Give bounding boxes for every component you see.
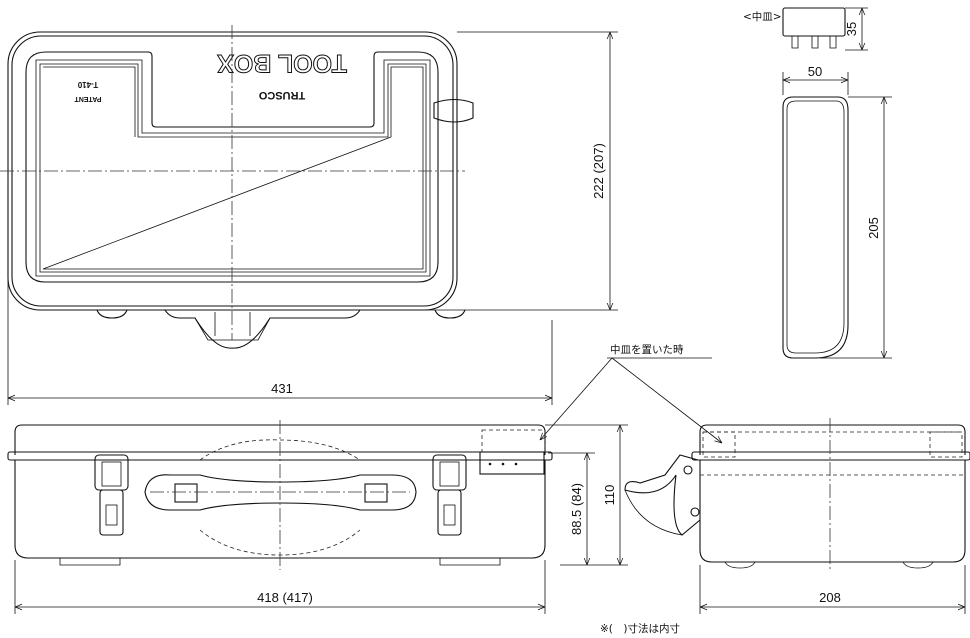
emboss-brand: TRUSCO <box>258 89 305 101</box>
tool-box-emboss: TOOL BOX TRUSCO T-410 PATENT <box>74 49 348 103</box>
inner-dimension-note: ※( )寸法は内寸 <box>600 622 680 635</box>
dimension-tray-length: 205 <box>866 217 881 239</box>
front-view: 110 88.5 (84) 418 (417) <box>7 420 628 614</box>
emboss-patent: PATENT <box>74 95 102 102</box>
tray-label: <中皿> <box>743 10 782 23</box>
dimension-height: 110 <box>602 485 617 506</box>
dimension-depth: 222 (207) <box>591 143 606 199</box>
emboss-model: T-410 <box>77 80 98 89</box>
dimension-width: 418 (417) <box>257 590 313 605</box>
emboss-title: TOOL BOX <box>217 49 347 77</box>
dimension-tray-height: 35 <box>844 22 859 36</box>
dimension-inner-height: 88.5 (84) <box>569 483 584 535</box>
tray-views: <中皿> 35 50 205 <box>743 7 892 359</box>
side-view: 208 <box>624 418 970 614</box>
dimension-tray-width: 50 <box>808 64 822 79</box>
latch-right <box>432 454 467 536</box>
dimension-overall-width: 431 <box>271 381 293 396</box>
callout-text: 中皿を置いた時 <box>610 343 684 356</box>
label-plate <box>433 98 474 123</box>
top-view: TOOL BOX TRUSCO T-410 PATENT 222 (207) 4… <box>0 25 618 405</box>
dimension-side-depth: 208 <box>819 590 841 605</box>
tray-callout: 中皿を置いた時 <box>540 343 722 443</box>
latch-left <box>94 454 129 536</box>
